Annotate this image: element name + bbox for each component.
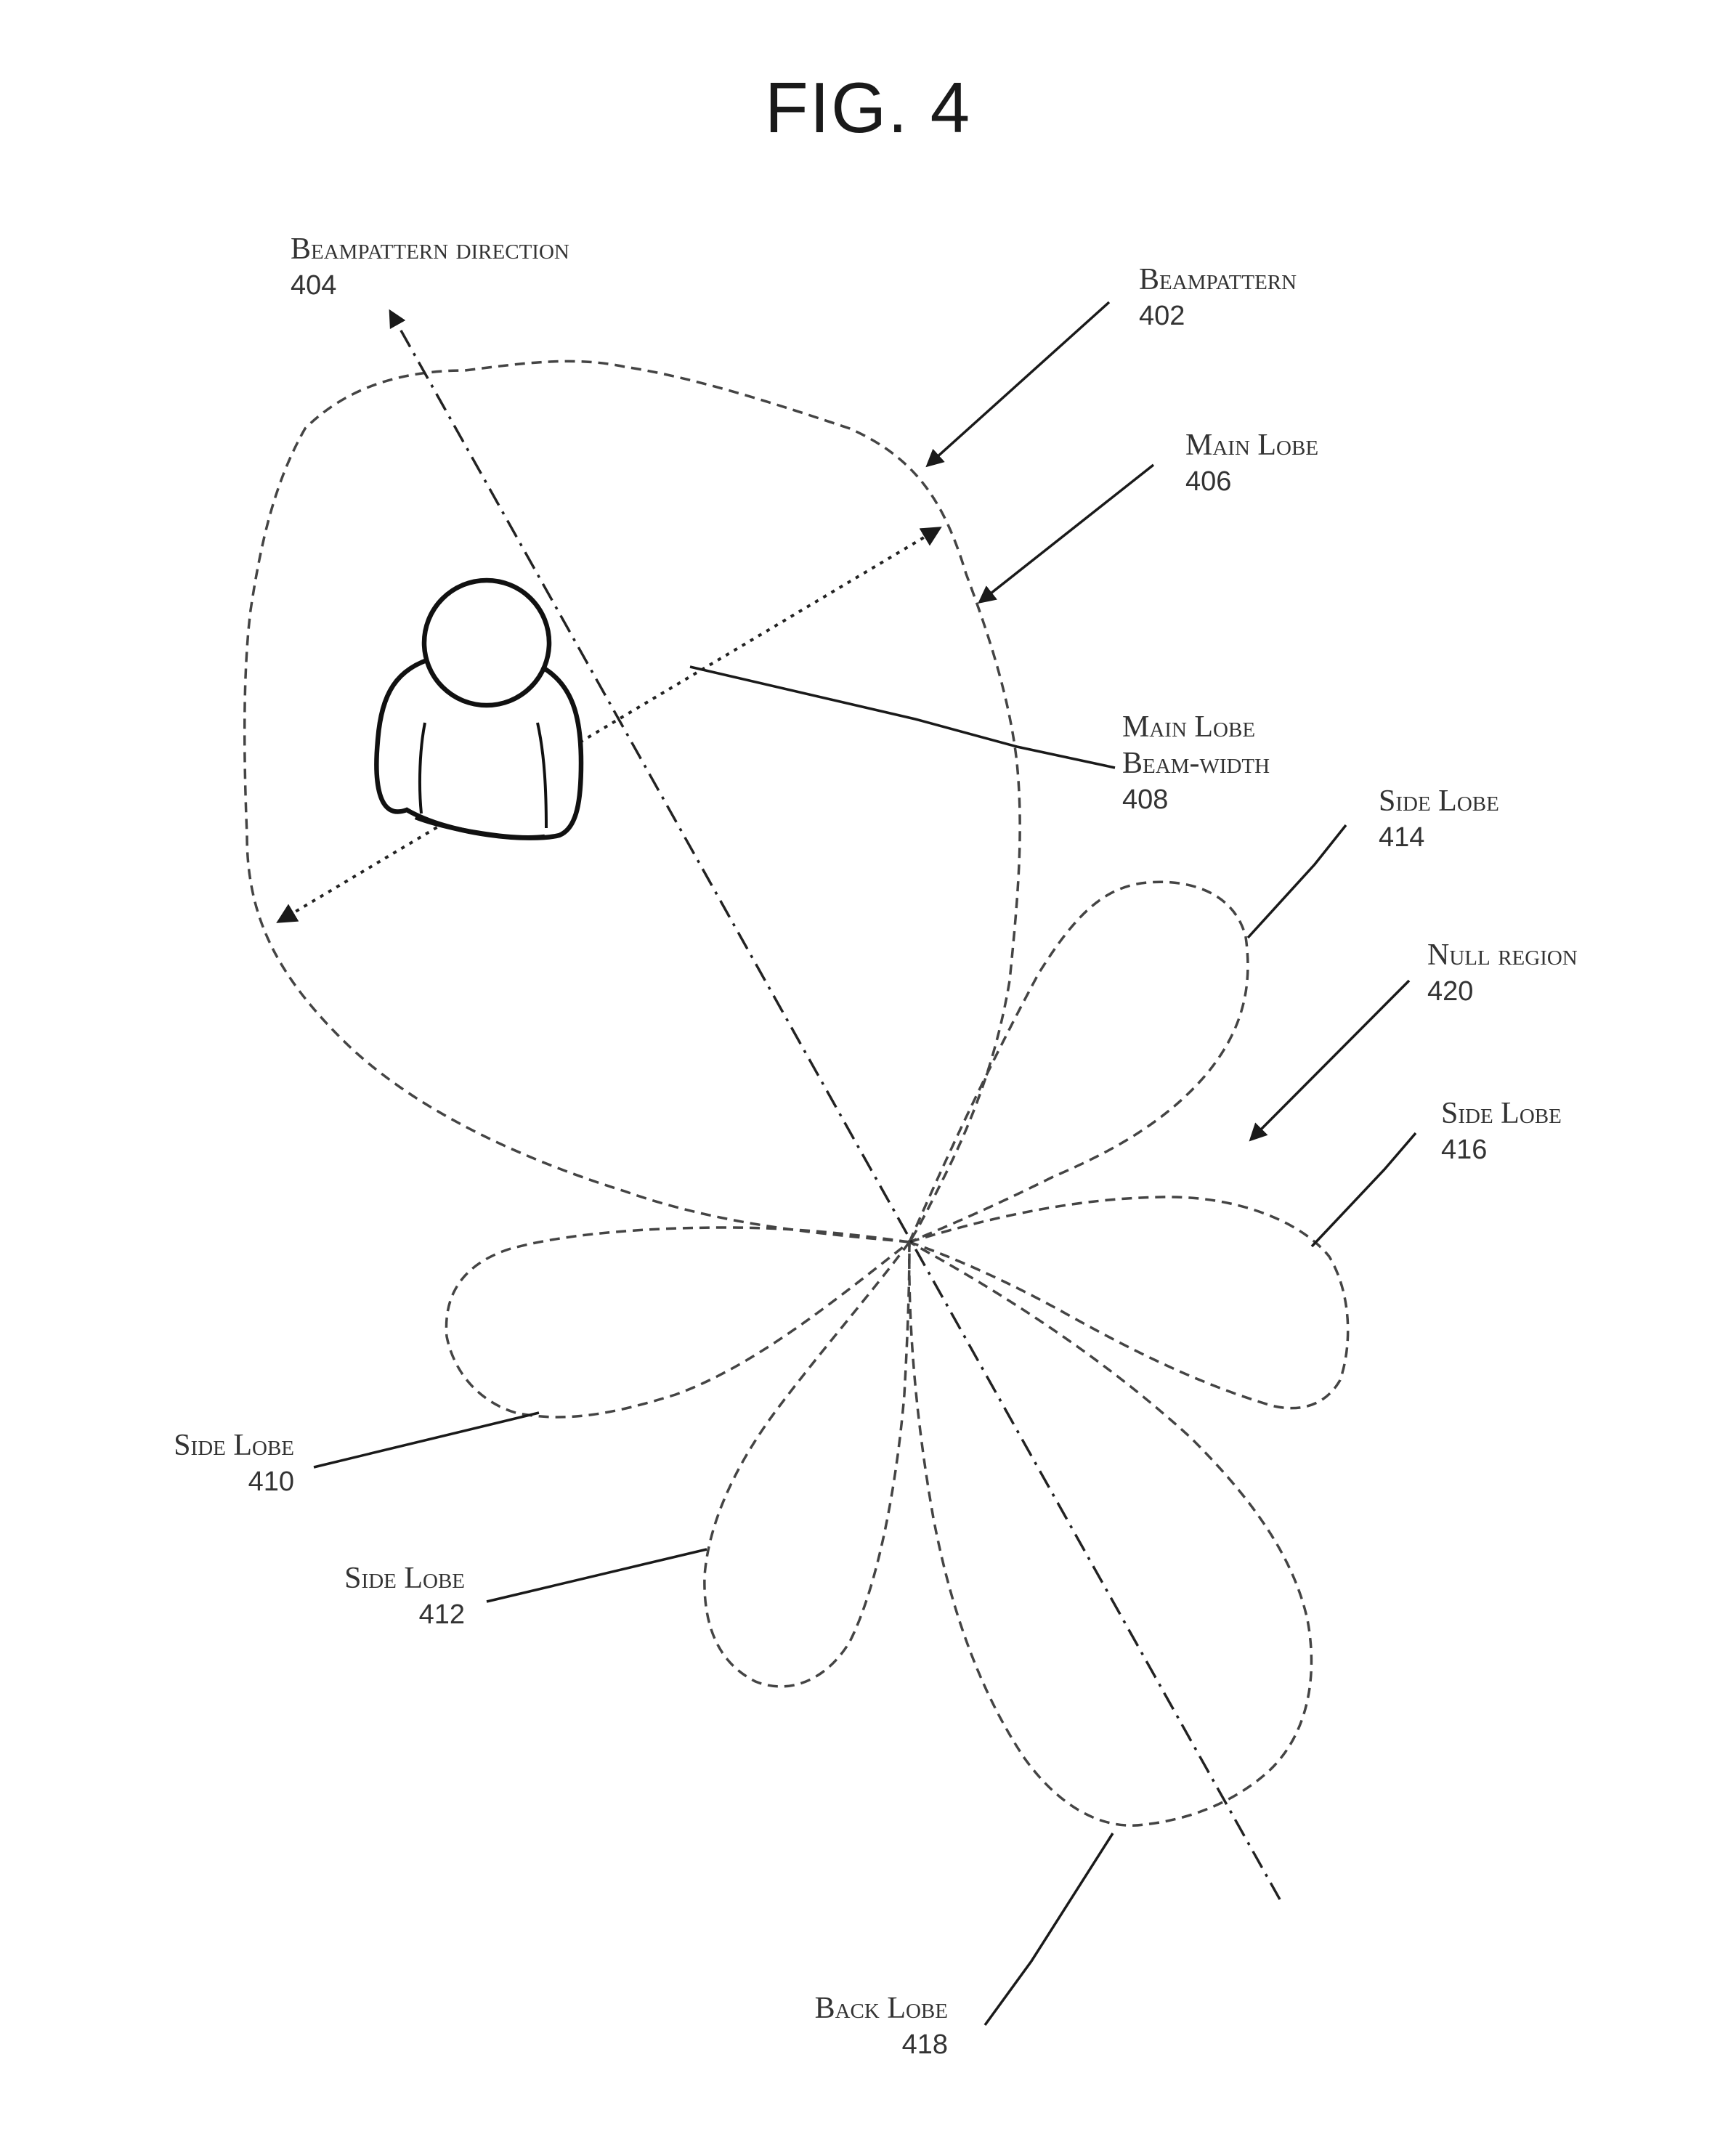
label-null-region-ref: 420 [1427, 973, 1578, 1010]
label-main-lobe: Main Lobe 406 [1185, 427, 1318, 500]
label-main-lobe-name: Main Lobe [1185, 429, 1318, 462]
label-null-region: Null region 420 [1427, 937, 1578, 1010]
label-side-lobe-412: Side Lobe 412 [280, 1560, 465, 1633]
label-side-lobe-416-ref: 416 [1441, 1132, 1562, 1168]
label-side-lobe-414-ref: 414 [1379, 819, 1499, 856]
label-side-lobe-410-name: Side Lobe [174, 1429, 294, 1462]
label-null-region-name: Null region [1427, 938, 1578, 972]
label-main-lobe-ref: 406 [1185, 463, 1318, 500]
label-beampattern-direction-ref: 404 [291, 267, 569, 304]
label-beam-width-line1: Main Lobe [1122, 709, 1270, 745]
label-side-lobe-414: Side Lobe 414 [1379, 783, 1499, 856]
label-side-lobe-412-ref: 412 [280, 1597, 465, 1633]
label-side-lobe-416: Side Lobe 416 [1441, 1095, 1562, 1168]
label-side-lobe-414-name: Side Lobe [1379, 784, 1499, 818]
label-back-lobe: Back Lobe 418 [755, 1990, 948, 2063]
leader-beampattern-402 [928, 302, 1109, 465]
side-lobe-416-outline [909, 1197, 1348, 1408]
label-beampattern-ref: 402 [1139, 298, 1297, 334]
label-side-lobe-410-ref: 410 [109, 1464, 294, 1500]
leader-beam-width-408 [690, 667, 1115, 768]
label-beampattern-direction-name: Beampattern direction [291, 232, 569, 266]
label-side-lobe-412-name: Side Lobe [344, 1562, 465, 1595]
leader-side-lobe-414 [1248, 825, 1346, 938]
main-lobe-outline [245, 361, 1020, 1242]
label-back-lobe-name: Back Lobe [815, 1992, 948, 2025]
side-lobe-414-outline [909, 882, 1248, 1242]
leader-back-lobe-418 [985, 1833, 1113, 2025]
leader-side-lobe-412 [487, 1549, 707, 1602]
leader-null-region-420 [1252, 981, 1409, 1139]
label-side-lobe-410: Side Lobe 410 [109, 1427, 294, 1500]
label-main-lobe-beam-width: Main Lobe Beam-width 408 [1122, 709, 1270, 818]
leader-side-lobe-416 [1312, 1133, 1416, 1246]
person-icon [376, 580, 581, 838]
label-side-lobe-416-name: Side Lobe [1441, 1097, 1562, 1130]
side-lobe-410-outline [446, 1228, 909, 1417]
label-beampattern-name: Beampattern [1139, 263, 1297, 296]
side-lobe-412-outline [705, 1242, 909, 1687]
label-beam-width-ref: 408 [1122, 782, 1270, 818]
leader-side-lobe-410 [314, 1413, 539, 1467]
label-beampattern: Beampattern 402 [1139, 261, 1297, 334]
label-beam-width-line2: Beam-width [1122, 745, 1270, 782]
label-beampattern-direction: Beampattern direction 404 [291, 231, 569, 304]
label-back-lobe-ref: 418 [755, 2027, 948, 2063]
back-lobe-418-outline [909, 1242, 1312, 1825]
leader-main-lobe-406 [981, 465, 1153, 601]
